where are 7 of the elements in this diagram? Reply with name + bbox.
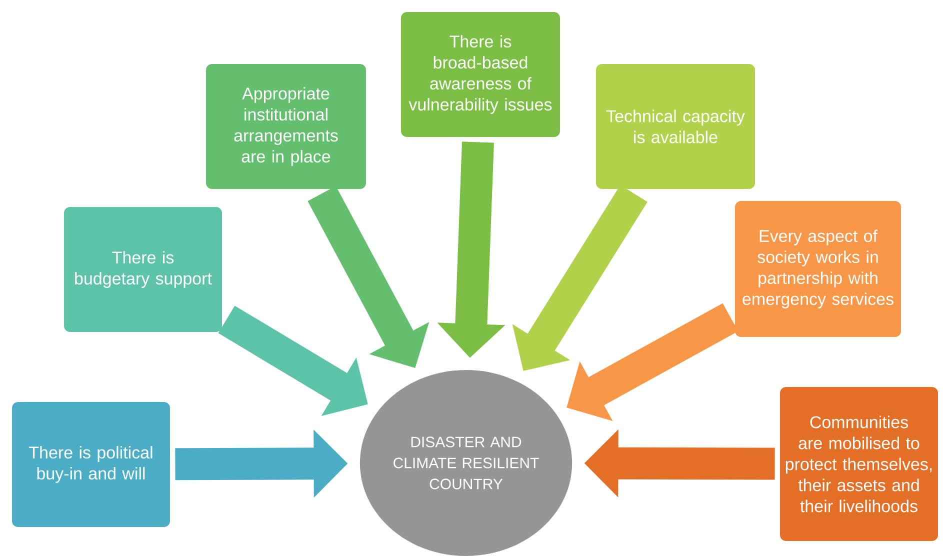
text-box: Technical capacity is available — [596, 64, 755, 189]
text-box: Every aspect of society works in partnership with emergency services — [735, 201, 901, 337]
text-box: There is budgetary support — [64, 207, 222, 332]
text-box: There is political buy-in and will — [12, 402, 170, 527]
text-box: Appropriate institutional arrangements are in place — [206, 64, 366, 189]
text-box: Communities are mobilised to protect themselves, their assets and their livelihoods — [780, 387, 938, 541]
text-box: There is broad-based awareness of vulnerability issues — [401, 12, 560, 137]
